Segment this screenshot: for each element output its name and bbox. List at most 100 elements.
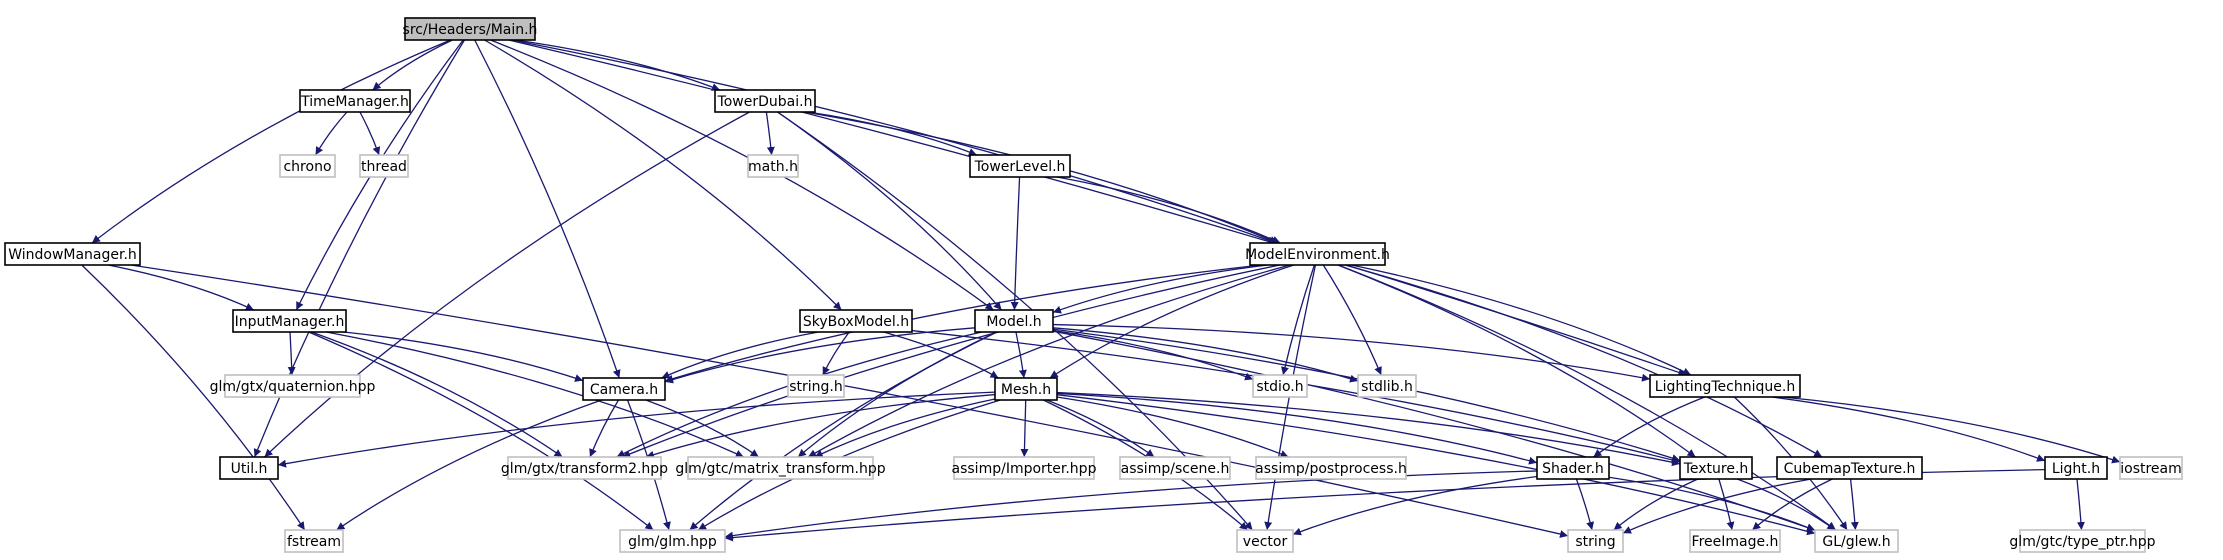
node-chrono: chrono	[279, 154, 336, 178]
node-label: Texture.h	[1683, 461, 1749, 477]
node-lighth[interactable]: Light.h	[2044, 456, 2108, 480]
node-box[interactable]	[299, 89, 411, 113]
node-main[interactable]: src/Headers/Main.h	[403, 17, 538, 41]
edge-modenv-to-light	[1351, 264, 1692, 376]
node-box[interactable]	[974, 309, 1054, 333]
node-skybox[interactable]: SkyBoxModel.h	[799, 309, 913, 333]
edge-main-to-modenv	[511, 39, 1277, 245]
node-box[interactable]	[404, 17, 536, 41]
node-light[interactable]: LightingTechnique.h	[1649, 374, 1801, 398]
node-box[interactable]	[969, 154, 1071, 178]
node-box[interactable]	[1679, 456, 1753, 480]
edge-mesh-to-importer	[1020, 399, 1029, 458]
edge-timemgr-to-thread	[359, 111, 381, 156]
node-fstream: fstream	[284, 529, 344, 553]
node-label: Model.h	[986, 314, 1041, 330]
edge-shader-to-glew	[1608, 476, 1816, 532]
node-box[interactable]	[232, 309, 347, 333]
edge-texture-to-string	[1613, 478, 1699, 531]
node-box[interactable]	[1776, 456, 1923, 480]
node-iostream: iostream	[2119, 456, 2183, 480]
edge-skybox-to-mesh	[883, 331, 999, 379]
node-util[interactable]: Util.h	[219, 456, 279, 480]
edge-main-to-winmgr	[91, 39, 451, 244]
node-box	[279, 154, 336, 178]
node-label: Light.h	[2052, 461, 2100, 477]
node-label: SkyBoxModel.h	[803, 314, 909, 330]
node-strh: string.h	[787, 374, 845, 398]
node-label: string	[1575, 534, 1615, 550]
edge-winmgr-to-fstream	[81, 264, 306, 531]
edge-modenv-to-cubemap	[1344, 264, 1823, 458]
node-box[interactable]	[582, 377, 666, 401]
node-box	[953, 456, 1095, 480]
edge-main-to-model	[490, 39, 994, 311]
node-box[interactable]	[1649, 374, 1801, 398]
edge-main-to-light	[508, 39, 1687, 377]
node-modenv[interactable]: ModelEnvironment.h	[1245, 242, 1390, 266]
node-inmgr[interactable]: InputManager.h	[232, 309, 347, 333]
node-box[interactable]	[1536, 456, 1610, 480]
edge-camera-to-trans2	[589, 399, 620, 458]
edge-mesh-to-shader	[1056, 392, 1538, 465]
node-label: stdlib.h	[1361, 379, 1413, 395]
edge-modenv-to-glew	[1337, 264, 1837, 531]
node-box	[619, 529, 726, 553]
node-label: assimp/postprocess.h	[1255, 461, 1407, 477]
node-label: Util.h	[231, 461, 268, 477]
node-timemgr[interactable]: TimeManager.h	[299, 89, 411, 113]
edge-modenv-to-texture	[1337, 264, 1696, 458]
node-camera[interactable]: Camera.h	[582, 377, 666, 401]
edge-tower-to-util	[264, 111, 750, 458]
node-winmgr[interactable]: WindowManager.h	[4, 242, 141, 266]
node-box[interactable]	[4, 242, 141, 266]
node-importer: assimp/Importer.hpp	[952, 456, 1097, 480]
node-label: glm/gtx/transform2.hpp	[501, 461, 668, 477]
node-label: TowerDubai.h	[717, 94, 813, 110]
node-mtrans: glm/gtc/matrix_transform.hpp	[675, 456, 886, 480]
edge-camera-to-fstream	[336, 399, 602, 531]
node-vector: vector	[1236, 529, 1294, 553]
edge-mesh-to-texture	[1056, 391, 1681, 467]
node-math: math.h	[747, 154, 799, 178]
edge-skybox-to-camera	[661, 331, 819, 379]
edge-winmgr-to-inmgr	[108, 264, 255, 311]
edge-light-to-shader	[1593, 396, 1705, 458]
edge-main-to-skybox	[484, 39, 842, 311]
node-label: string.h	[789, 379, 843, 395]
node-box[interactable]	[994, 377, 1058, 401]
edge-inmgr-to-mtrans	[326, 331, 745, 458]
node-texture[interactable]: Texture.h	[1679, 456, 1753, 480]
node-label: Camera.h	[590, 382, 658, 398]
node-label: assimp/Importer.hpp	[952, 461, 1097, 477]
node-box[interactable]	[219, 456, 279, 480]
node-thread: thread	[359, 154, 409, 178]
edge-lighth-to-glm	[724, 468, 2046, 542]
node-box	[1252, 374, 1308, 398]
node-model[interactable]: Model.h	[974, 309, 1054, 333]
edge-model-to-trans2	[616, 331, 983, 458]
node-tower[interactable]: TowerDubai.h	[714, 89, 816, 113]
node-glm: glm/glm.hpp	[619, 529, 726, 553]
edge-winmgr-to-string	[130, 264, 1569, 538]
edge-level-to-modenv	[1057, 176, 1281, 244]
edge-texture-to-freeimg	[1718, 478, 1735, 531]
node-cubemap[interactable]: CubemapTexture.h	[1776, 456, 1923, 480]
node-box[interactable]	[714, 89, 816, 113]
node-mesh[interactable]: Mesh.h	[994, 377, 1058, 401]
node-label: math.h	[748, 159, 798, 175]
edge-lighth-to-typeptr	[2076, 478, 2085, 531]
node-box	[359, 154, 409, 178]
edge-modenv-to-stdio	[1281, 264, 1315, 376]
node-box[interactable]	[1249, 242, 1386, 266]
node-shader[interactable]: Shader.h	[1536, 456, 1610, 480]
node-label: InputManager.h	[235, 314, 345, 330]
edge-mesh-to-post	[1056, 396, 1289, 458]
node-level[interactable]: TowerLevel.h	[969, 154, 1071, 178]
edge-mesh-to-trans2	[645, 393, 996, 459]
edge-tower-to-level	[808, 111, 978, 156]
node-box	[1689, 529, 1781, 553]
node-box[interactable]	[799, 309, 913, 333]
node-box[interactable]	[2044, 456, 2108, 480]
